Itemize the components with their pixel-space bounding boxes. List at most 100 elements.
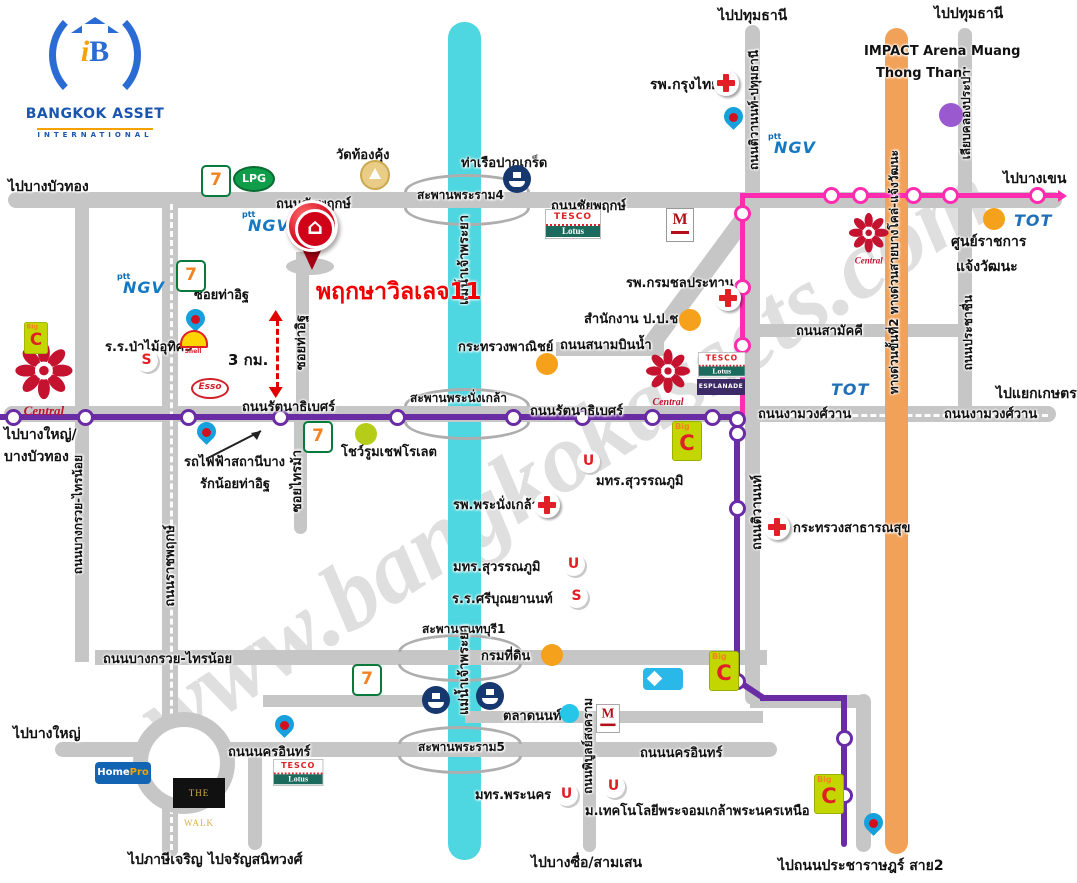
map-label: รพ.กรมชลประทาน (626, 276, 734, 291)
arrow-down (268, 387, 283, 398)
university-icon: U (562, 553, 585, 576)
purple-line-station (836, 730, 853, 747)
logo-monogram: iB (80, 35, 110, 68)
map-label: ร.ร.ศรีบุณยานนท์ (452, 592, 553, 607)
map-label: รักน้อยท่าอิฐ (200, 477, 271, 492)
map-label: ตลาดนนท์ (503, 709, 562, 724)
poi-dot-icon (679, 309, 701, 331)
pink-line-segment (742, 193, 1060, 198)
ptt-text: ptt (117, 272, 131, 281)
map-label: ซอยท่าอิฐ (294, 315, 309, 371)
map-label: ไปแยกเกษตร (996, 386, 1077, 402)
purple-line-station (729, 425, 746, 442)
purple-line-station (704, 409, 721, 426)
boat-cabin (486, 689, 494, 695)
map-label: กระทรวงพาณิชย์ (458, 340, 554, 355)
map-label: สะพานพระราม4 (417, 188, 504, 202)
poi-dot-icon (541, 644, 563, 666)
map-label: สะพานพระนั่งเกล้า (410, 391, 507, 405)
project-name-label: พฤกษาวิลเลจ11 (316, 279, 482, 305)
house-icon: ⌂ (295, 209, 335, 249)
map-label: แม่น้ำเจ้าพระยา (457, 625, 472, 715)
c-text: C (821, 784, 837, 808)
flame-core (191, 315, 200, 324)
cross-v (725, 289, 731, 307)
boat-cabin (513, 172, 521, 178)
lotus-text: Lotus (273, 774, 323, 785)
map-label: ท่าเรือปากเกร็ด (461, 156, 548, 171)
arrow-line (276, 320, 279, 388)
central-plaza-logo: Central (645, 349, 691, 408)
poi-dot-icon (355, 423, 377, 445)
tesco-text: TESCO (546, 210, 600, 226)
cross-v (544, 496, 550, 514)
purple-line-segment (0, 414, 739, 420)
map-label: รถไฟฟ้าสถานีบาง (184, 455, 285, 470)
road-liap-khlong-prapa (958, 28, 972, 418)
flame-core (729, 113, 738, 122)
map-label: Thong Thani (876, 66, 967, 81)
school-icon: S (565, 585, 588, 608)
map-label: ถนนงามวงศ์วาน (944, 407, 1038, 422)
map-label: บางบัวทอง (4, 449, 69, 465)
cross-v (774, 518, 780, 536)
ptt-station-icon (720, 103, 747, 134)
map-label: ทางด่วนขั้นที่2 ทางด่วนสายบางโคล่-แจ้งวั… (887, 150, 901, 395)
big-text: Big (26, 322, 39, 330)
the-walk-logo: THE WALK (173, 778, 225, 828)
map-label: ไปปทุมธานี (718, 8, 788, 24)
map-label: สำนักงาน ป.ป.ช. (584, 312, 684, 327)
central-text: Central (652, 397, 684, 408)
laurel-wreath-icon: iB (49, 6, 141, 104)
lpg-station-icon: LPG (233, 166, 275, 192)
ptt-station-icon (193, 418, 220, 449)
purple-line-segment (841, 695, 847, 847)
map-label: ไปปทุมธานี (934, 6, 1004, 22)
ngv-text: NGV (123, 278, 165, 297)
map-label: ถนนติวานนท์-ปทุมธานี (747, 50, 761, 170)
road-charansanitwong-stub (248, 750, 262, 850)
map-label: ไปบางเขน (1003, 171, 1067, 187)
c-text: C (679, 431, 695, 455)
purple-line-station (644, 409, 661, 426)
map-label: มทร.พระนคร (475, 788, 552, 803)
m-text: M (601, 706, 615, 721)
pink-line-station (852, 187, 869, 204)
map-label: IMPACT Arena Muang (864, 44, 1021, 59)
pier-icon (503, 165, 531, 193)
major-cineplex-logo: M (596, 704, 620, 733)
seven-eleven-icon: 7 (352, 664, 382, 696)
road-sanambinnam (556, 342, 664, 356)
boat-hull (482, 698, 498, 704)
map-label: ไปบางใหญ่ (13, 726, 81, 742)
road-bangkruai-sainoi (95, 650, 767, 665)
map-label: แจ้งวัฒนะ (956, 259, 1018, 275)
map-label: ถนนบางกรวย-ไทรน้อย (103, 652, 233, 667)
purple-line-station (389, 409, 406, 426)
central-text: Central (23, 404, 65, 419)
map-label: รพ.พระนั่งเกล้า (453, 498, 539, 513)
pink-line-arrow-icon (1058, 190, 1067, 202)
m-text: M (672, 211, 688, 228)
pier-icon (422, 686, 450, 714)
map-label: ถนนสามัคคี (796, 324, 863, 339)
boat-hull (509, 181, 525, 187)
map-label: สะพานพระราม5 (418, 740, 505, 754)
central-plaza-logo: Central (14, 342, 74, 419)
logo-subtitle: INTERNATIONAL (37, 128, 153, 139)
road-center-dashes (170, 204, 173, 850)
ptt-station-icon (271, 711, 298, 742)
krungthai-bank-logo (643, 668, 683, 690)
bridge-arc (398, 756, 522, 774)
map-label: ถนนรัตนาธิเบศร์ (242, 400, 336, 415)
project-location-pin: ⌂ (284, 200, 342, 280)
hospital-cross-icon (713, 70, 739, 96)
pink-line-station (1029, 187, 1046, 204)
ptt-station-icon (860, 809, 887, 840)
map-label: ถนนรัตนาธิเบศร์ (530, 404, 624, 419)
